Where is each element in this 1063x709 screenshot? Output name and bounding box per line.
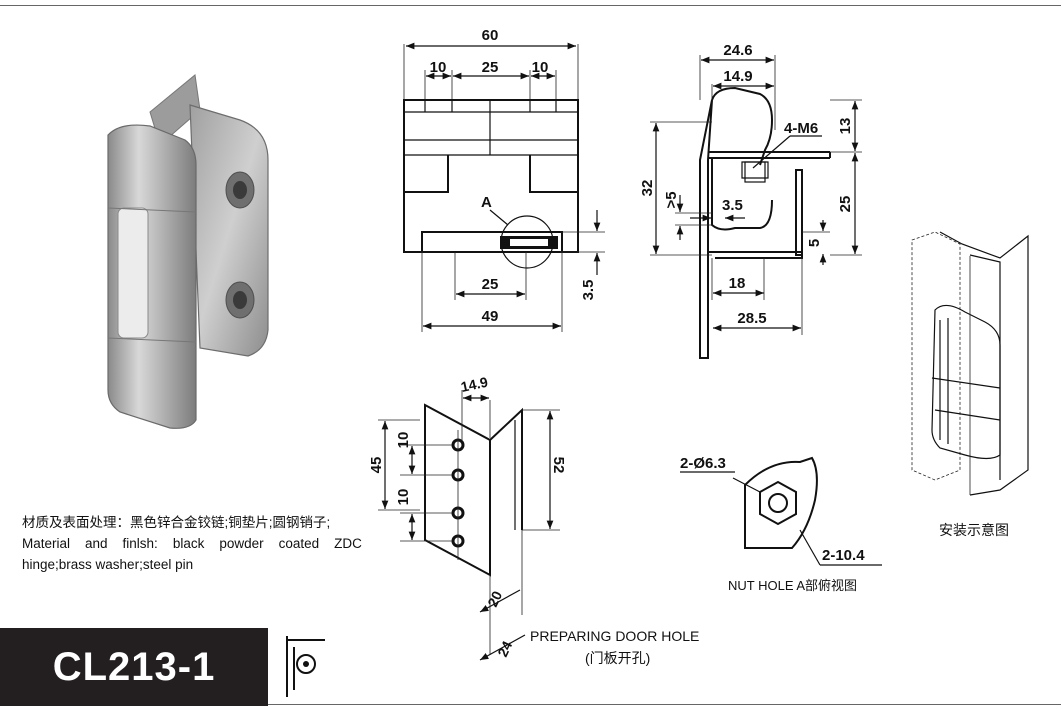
dim-distance-1: 20 (484, 588, 505, 609)
dim-thread: 4-M6 (784, 120, 818, 137)
dim-right-small: 5 (806, 239, 823, 247)
hinge-3d-render (107, 74, 269, 429)
door-hole-caption-cn: (门板开孔) (585, 650, 650, 666)
dim-middle-segment: 25 (482, 59, 499, 76)
nut-hole-caption: NUT HOLE A部俯视图 (728, 578, 857, 593)
material-word: powder (219, 536, 264, 551)
dim-base-height: 3.5 (580, 280, 597, 301)
dim-bottom-inner: 25 (482, 276, 499, 293)
install-caption: 安装示意图 (939, 522, 1009, 538)
material-word: coated (278, 536, 320, 551)
door-hole-view: 14.9 45 10 10 52 20 24 PREPARING DOOR HO… (368, 374, 699, 666)
dim-base-inner: 18 (729, 275, 746, 292)
material-word: black (172, 536, 205, 551)
dim-overall-width: 60 (482, 27, 499, 44)
nut-hole-view: 2-Ø6.3 2-10.4 NUT HOLE A部俯视图 (680, 455, 882, 593)
dim-top-inner: 14.9 (723, 68, 752, 85)
model-number: CL213-1 (52, 644, 216, 689)
dim-top-height: 13 (837, 118, 854, 135)
material-word: and (85, 536, 108, 551)
material-line-en-2: hinge;brass washer;steel pin (22, 557, 194, 572)
dim-bottom-overall: 49 (482, 308, 499, 325)
material-line-cn: 材质及表面处理：黑色锌合金铰链;铜垫片;圆钢销子; (22, 515, 331, 530)
dim-distance-2: 24 (494, 638, 515, 659)
dim-flange-height: 52 (550, 457, 567, 474)
hinge-symbol-icon (286, 636, 325, 697)
dim-overall-height: 32 (639, 180, 656, 197)
side-view: 24.6 14.9 32 >5 3.5 4- (639, 42, 862, 359)
material-line-en-1: Material and finlsh: black powder coated ZDC (22, 533, 362, 554)
dim-hole-pitch-bottom: 10 (395, 489, 412, 506)
dim-right-height: 25 (837, 196, 854, 213)
dim-hole-dia: 2-Ø6.3 (680, 455, 726, 472)
dim-nut-width: 2-10.4 (822, 547, 865, 564)
dim-min-gap: >5 (663, 191, 680, 208)
dim-offset: 3.5 (722, 197, 743, 214)
dim-overall-height-45: 45 (368, 457, 385, 474)
sheet-frame (0, 5, 1061, 705)
dim-right-segment: 10 (532, 59, 549, 76)
material-word: Material (22, 536, 71, 551)
material-word: finlsh: (122, 536, 158, 551)
dim-base-overall: 28.5 (737, 310, 766, 327)
dim-hole-pitch-top: 10 (395, 432, 412, 449)
model-label: CL213-1 (0, 628, 268, 706)
door-hole-caption-en: PREPARING DOOR HOLE (530, 628, 699, 644)
detail-callout-a: A (481, 194, 492, 211)
dim-left-segment: 10 (430, 59, 447, 76)
front-view: 60 10 25 10 A (403, 27, 605, 332)
material-word: ZDC (334, 536, 362, 551)
dim-top-width: 24.6 (723, 42, 752, 59)
install-view (911, 231, 1029, 496)
dim-flange: 14.9 (459, 374, 489, 395)
